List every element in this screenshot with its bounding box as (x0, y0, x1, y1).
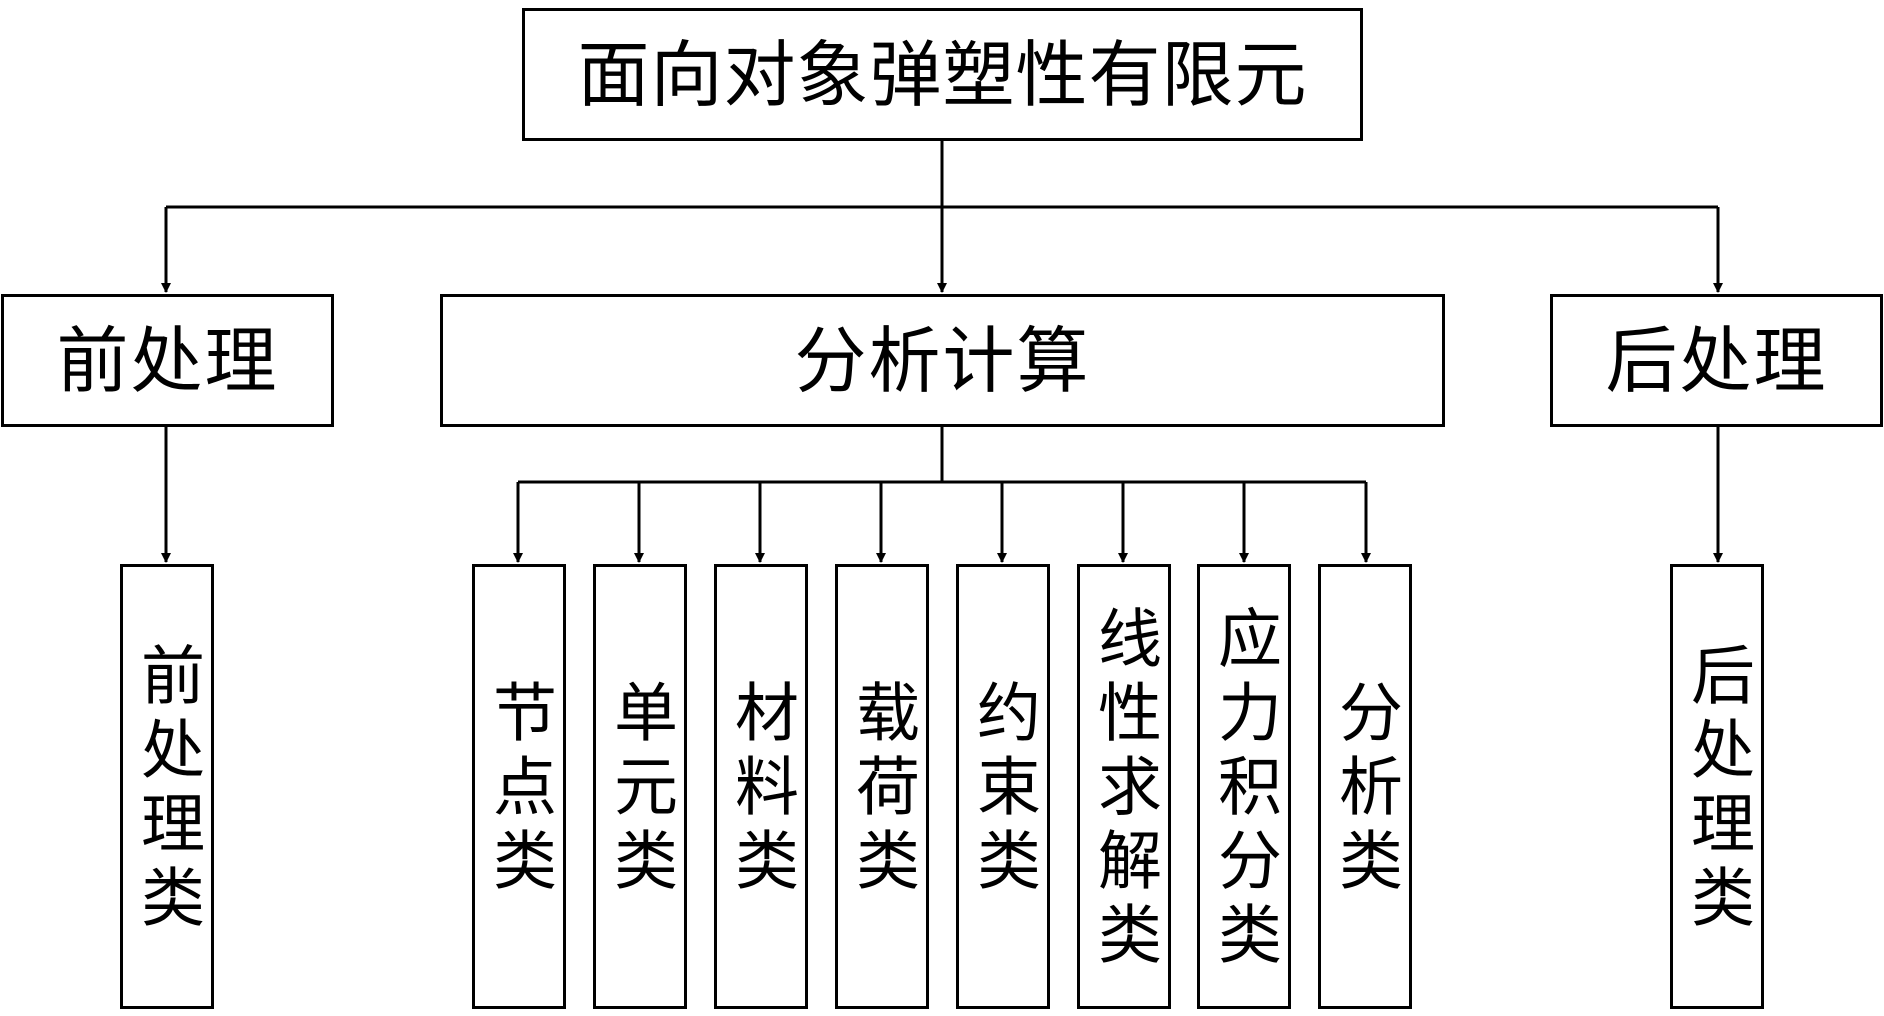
node-postprocessing-label: 后处理 (1605, 318, 1828, 403)
node-preprocessing: 前处理 (1, 294, 334, 427)
leaf-preprocessing-class: 前处理类 (120, 564, 214, 1009)
leaf-stress-integration-class: 应力积分类 (1197, 564, 1291, 1009)
leaf-label: 材料类 (724, 678, 798, 901)
leaf-linear-solver-class: 线性求解类 (1077, 564, 1171, 1009)
leaf-postprocessing-class: 后处理类 (1670, 564, 1764, 1009)
leaf-load-class: 载荷类 (835, 564, 929, 1009)
root-node-label: 面向对象弹塑性有限元 (577, 32, 1308, 117)
leaf-label: 后处理类 (1680, 641, 1754, 938)
leaf-label: 应力积分类 (1207, 604, 1281, 975)
leaf-label: 载荷类 (845, 678, 919, 901)
root-node: 面向对象弹塑性有限元 (522, 8, 1363, 141)
leaf-label: 节点类 (482, 678, 556, 901)
node-postprocessing: 后处理 (1550, 294, 1883, 427)
leaf-label: 前处理类 (130, 641, 204, 938)
leaf-constraint-class: 约束类 (956, 564, 1050, 1009)
leaf-node-class: 节点类 (472, 564, 566, 1009)
node-preprocessing-label: 前处理 (56, 318, 279, 403)
leaf-material-class: 材料类 (714, 564, 808, 1009)
leaf-label: 线性求解类 (1087, 604, 1161, 975)
leaf-label: 约束类 (966, 678, 1040, 901)
leaf-label: 单元类 (603, 678, 677, 901)
node-analysis: 分析计算 (440, 294, 1445, 427)
leaf-label: 分析类 (1328, 678, 1402, 901)
leaf-analysis-class: 分析类 (1318, 564, 1412, 1009)
leaf-element-class: 单元类 (593, 564, 687, 1009)
node-analysis-label: 分析计算 (794, 318, 1091, 403)
